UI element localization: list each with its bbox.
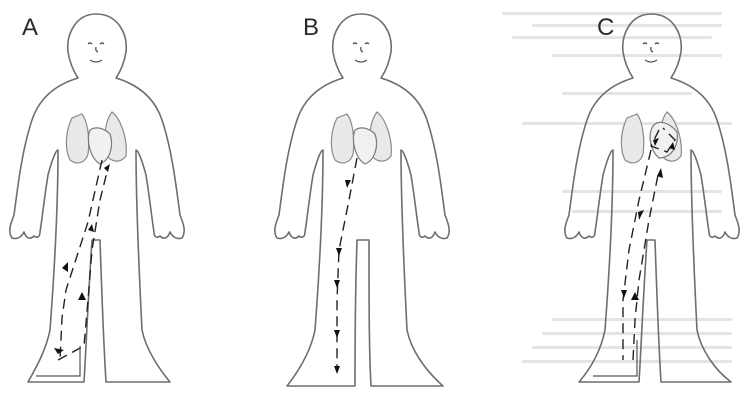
lung-left (331, 114, 353, 163)
face-eye-right (100, 43, 104, 44)
face-mouth (355, 60, 367, 62)
body-figure-c (555, 0, 743, 394)
arrowhead (54, 348, 64, 354)
arrowhead (336, 248, 342, 256)
heart (88, 128, 111, 164)
face-eye-left (353, 43, 357, 44)
body-outline (275, 14, 449, 386)
arrowhead (62, 262, 68, 272)
arrowhead (345, 180, 351, 188)
face-eye-left (643, 43, 647, 44)
face-eye-left (88, 43, 92, 44)
arrowhead (78, 292, 86, 300)
flow-path-down (337, 158, 357, 372)
arrowhead (334, 366, 340, 374)
lung-left (66, 114, 88, 163)
face-mouth (90, 60, 102, 62)
arrowhead (88, 224, 94, 232)
lung-left (621, 114, 643, 163)
arrowhead (104, 164, 110, 172)
body-figure-a (0, 0, 200, 394)
face-nose (96, 47, 98, 52)
flow-path-down (60, 160, 102, 360)
flow-foot-line (593, 340, 637, 376)
body-figure-b (265, 0, 465, 394)
face-nose (651, 47, 653, 52)
arrowhead (334, 280, 340, 288)
arrowhead (621, 290, 627, 298)
arrowhead (638, 210, 644, 220)
panel-a: A (0, 0, 200, 394)
panel-b: B (265, 0, 465, 394)
face-eye-right (365, 43, 369, 44)
arrowhead (334, 330, 340, 338)
body-outline (565, 14, 739, 382)
face-mouth (645, 60, 657, 62)
face-eye-right (655, 43, 659, 44)
body-outline (10, 14, 184, 382)
panel-c: C (555, 0, 743, 394)
face-nose (361, 47, 363, 52)
